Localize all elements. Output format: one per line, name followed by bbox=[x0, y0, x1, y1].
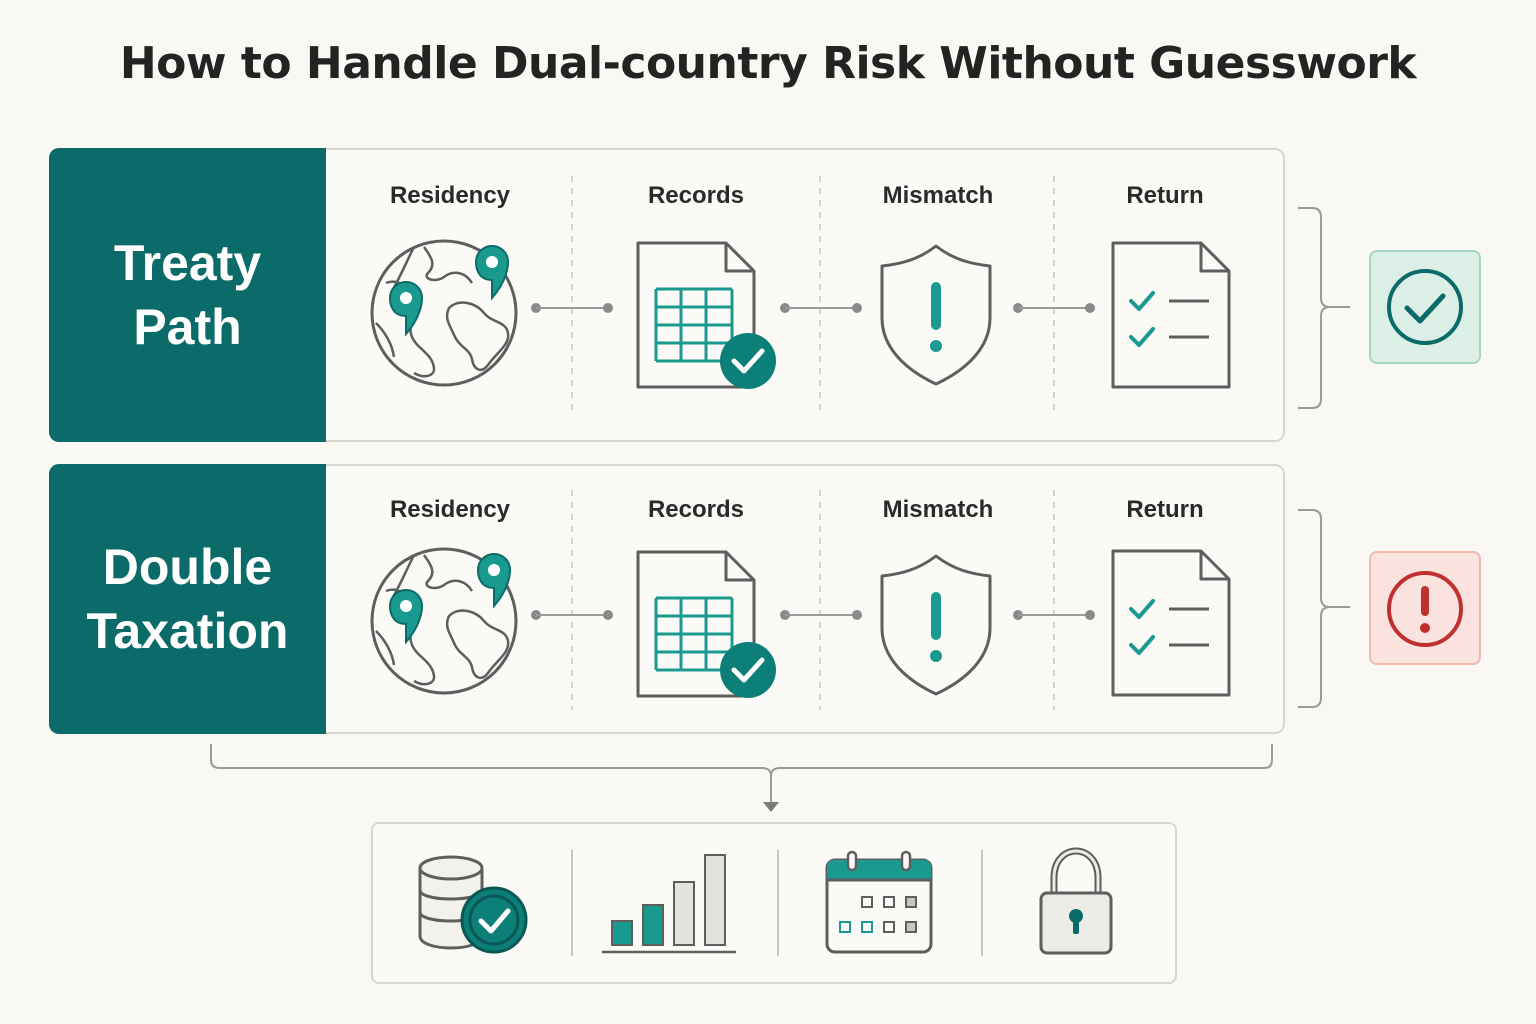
double-taxation-label: Double Taxation bbox=[49, 464, 326, 734]
row-label-line: Taxation bbox=[86, 603, 289, 659]
success-status-box bbox=[1369, 250, 1481, 364]
step-label-return: Return bbox=[1126, 182, 1204, 209]
step-label-return: Return bbox=[1126, 496, 1204, 523]
right-bracket bbox=[1298, 207, 1350, 409]
row-label-line: Double bbox=[102, 539, 273, 595]
row-label-line: Path bbox=[133, 299, 242, 355]
step-label-residency: Residency bbox=[389, 496, 511, 523]
treaty-path-row: Treaty Path bbox=[49, 148, 1285, 442]
step-label-records: Records bbox=[647, 182, 745, 209]
right-bracket bbox=[1298, 509, 1350, 708]
step-label-mismatch: Mismatch bbox=[882, 496, 994, 523]
treaty-path-label: Treaty Path bbox=[49, 148, 326, 442]
row-label-line: Treaty bbox=[113, 235, 262, 291]
step-label-residency: Residency bbox=[389, 182, 511, 209]
bottom-toolkit-panel bbox=[371, 822, 1177, 984]
alert-status-box bbox=[1369, 551, 1481, 665]
step-label-mismatch: Mismatch bbox=[882, 182, 994, 209]
bottom-bracket bbox=[210, 744, 1273, 777]
page-title: How to Handle Dual-country Risk Without … bbox=[119, 38, 1417, 89]
step-label-records: Records bbox=[647, 496, 745, 523]
down-arrow-icon bbox=[763, 802, 779, 812]
